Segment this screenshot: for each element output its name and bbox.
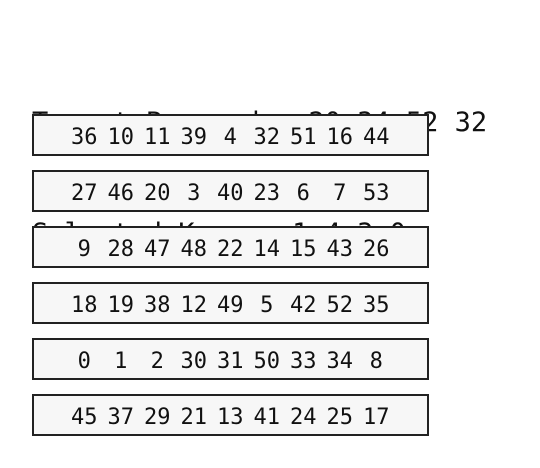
key[interactable]: 34	[326, 349, 354, 374]
key[interactable]: 45	[71, 405, 98, 430]
key[interactable]: 11	[144, 125, 171, 150]
key[interactable]: 44	[363, 125, 390, 150]
key[interactable]: 29	[144, 405, 171, 430]
key[interactable]: 41	[253, 405, 281, 430]
key[interactable]: 53	[363, 181, 390, 206]
key[interactable]: 12	[180, 293, 208, 318]
key[interactable]: 16	[326, 125, 354, 150]
key[interactable]: 40	[217, 181, 244, 206]
key-row-1[interactable]: 36 10 11 39 4 32 51 16 44	[32, 114, 429, 156]
key-rows-panel: 36 10 11 39 4 32 51 16 44 27 46 20 3 40 …	[32, 114, 429, 450]
key[interactable]: 46	[107, 181, 135, 206]
key[interactable]: 39	[180, 125, 208, 150]
key-row-2[interactable]: 27 46 20 3 40 23 6 7 53	[32, 170, 429, 212]
key[interactable]: 27	[71, 181, 98, 206]
key-row-4[interactable]: 18 19 38 12 49 5 42 52 35	[32, 282, 429, 324]
key[interactable]: 48	[180, 237, 208, 262]
key[interactable]: 52	[326, 293, 354, 318]
key[interactable]: 18	[71, 293, 98, 318]
key[interactable]: 28	[107, 237, 135, 262]
key[interactable]: 9	[77, 237, 91, 262]
key[interactable]: 14	[253, 237, 281, 262]
key[interactable]: 42	[290, 293, 317, 318]
key[interactable]: 37	[107, 405, 135, 430]
key[interactable]: 5	[260, 293, 274, 318]
key[interactable]: 8	[369, 349, 383, 374]
key[interactable]: 4	[223, 125, 237, 150]
key[interactable]: 13	[217, 405, 244, 430]
key[interactable]: 15	[290, 237, 317, 262]
key[interactable]: 30	[180, 349, 208, 374]
key-row-6[interactable]: 45 37 29 21 13 41 24 25 17	[32, 394, 429, 436]
key[interactable]: 51	[290, 125, 317, 150]
key[interactable]: 10	[107, 125, 135, 150]
key[interactable]: 6	[296, 181, 310, 206]
key[interactable]: 32	[253, 125, 281, 150]
key[interactable]: 31	[217, 349, 244, 374]
key[interactable]: 22	[217, 237, 244, 262]
key[interactable]: 23	[253, 181, 281, 206]
key[interactable]: 26	[363, 237, 390, 262]
key[interactable]: 1	[114, 349, 128, 374]
key[interactable]: 35	[363, 293, 390, 318]
key[interactable]: 2	[150, 349, 164, 374]
key-row-3[interactable]: 9 28 47 48 22 14 15 43 26	[32, 226, 429, 268]
key[interactable]: 25	[326, 405, 354, 430]
key[interactable]: 7	[333, 181, 347, 206]
key[interactable]: 50	[253, 349, 281, 374]
key[interactable]: 38	[144, 293, 171, 318]
key[interactable]: 36	[71, 125, 98, 150]
key[interactable]: 47	[144, 237, 171, 262]
key[interactable]: 3	[187, 181, 201, 206]
key[interactable]: 24	[290, 405, 317, 430]
key-row-5[interactable]: 0 1 2 30 31 50 33 34 8	[32, 338, 429, 380]
key[interactable]: 33	[290, 349, 317, 374]
key[interactable]: 43	[326, 237, 354, 262]
key[interactable]: 19	[107, 293, 135, 318]
key[interactable]: 0	[77, 349, 91, 374]
key[interactable]: 17	[363, 405, 390, 430]
key[interactable]: 20	[144, 181, 171, 206]
key[interactable]: 21	[180, 405, 208, 430]
key[interactable]: 49	[217, 293, 244, 318]
